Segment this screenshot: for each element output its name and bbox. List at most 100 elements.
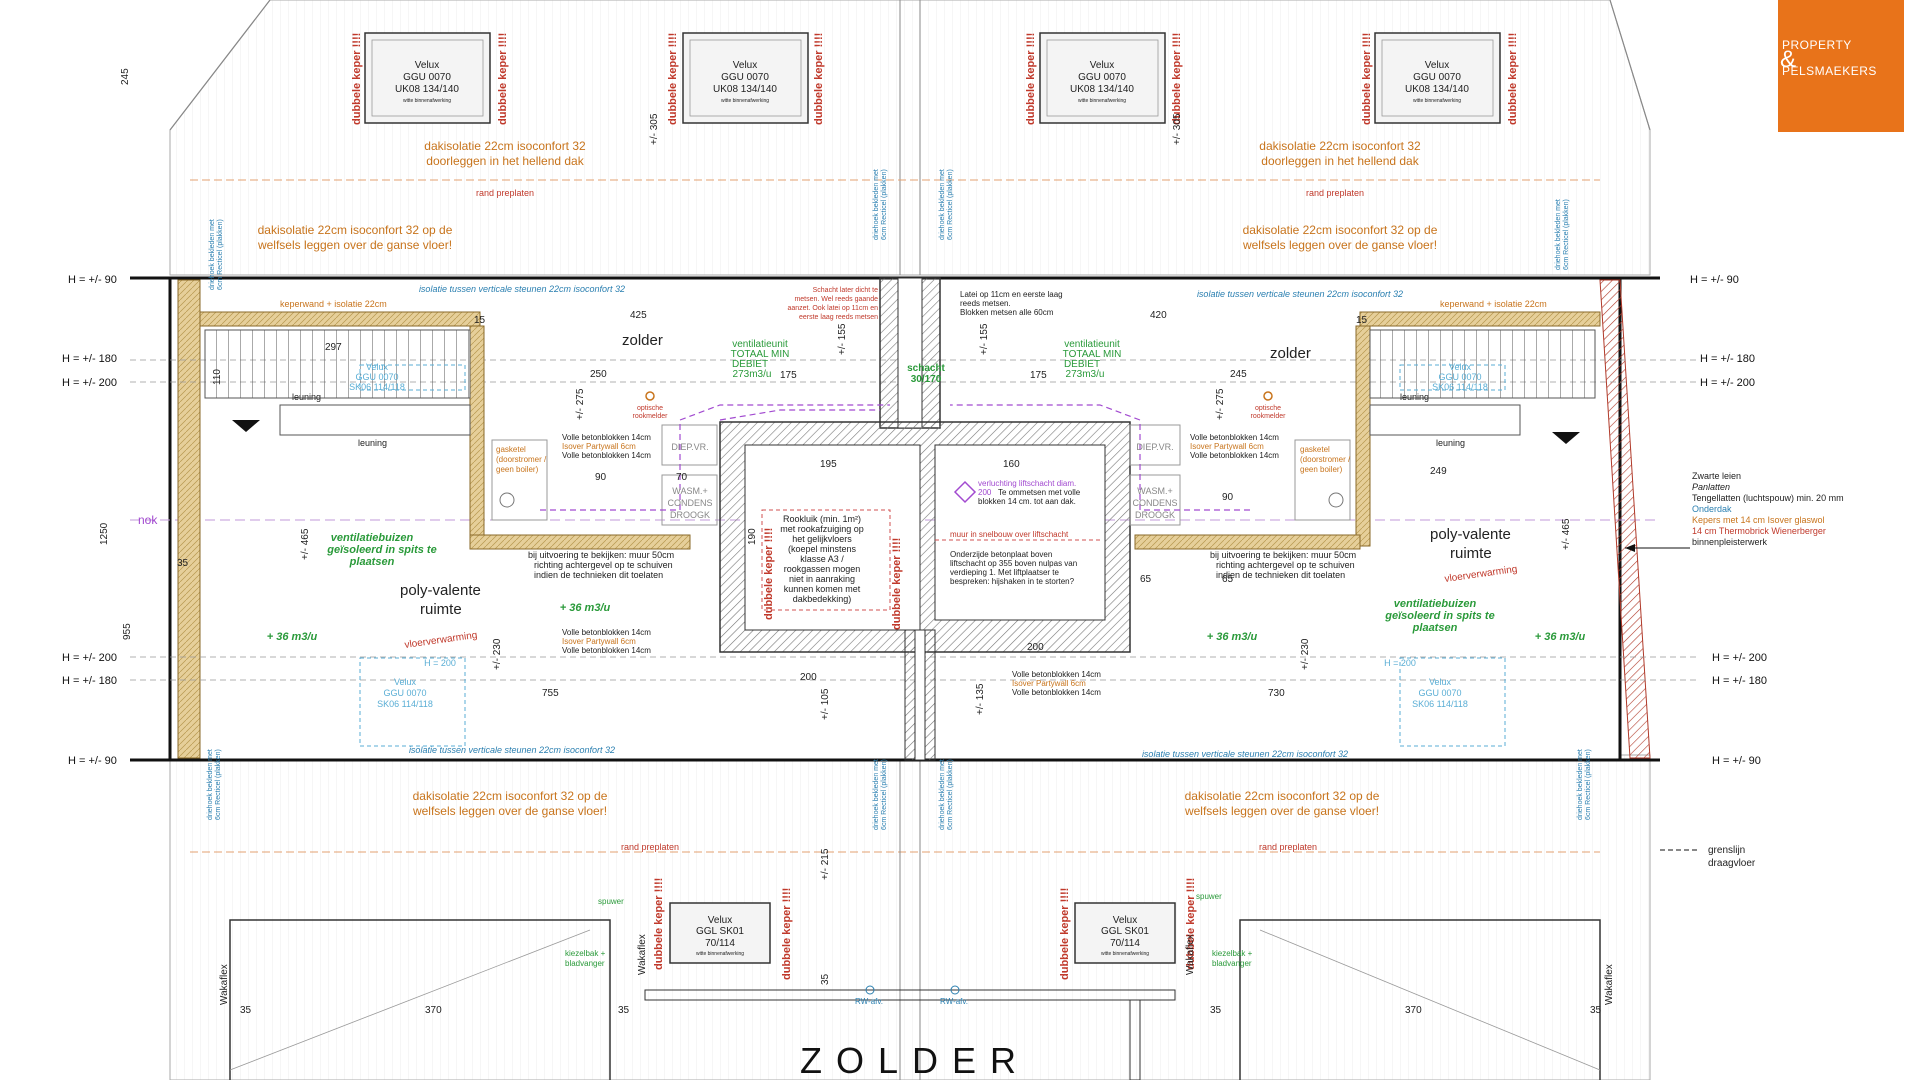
- keperwand: keperwand + isolatie 22cm: [280, 299, 387, 309]
- vent-unit-3: DEBIET: [732, 359, 768, 370]
- driehoek-1: driehoek bekleden met: [1577, 749, 1584, 820]
- brand-logo: PROPERTY & PELSMAEKERS: [1778, 0, 1904, 132]
- velux-note: witte binnenafwerking: [1101, 951, 1149, 957]
- dim-65: 65: [1140, 574, 1152, 585]
- ventilation-unit-labels: ventilatieunit TOTAAL MIN DEBIET 273m3/u…: [731, 339, 1122, 385]
- dim-250: 250: [590, 369, 607, 380]
- velux-top-windows: [364, 32, 1501, 124]
- ventilation-ducts: [540, 404, 1250, 511]
- dim-275: +/- 275: [575, 388, 586, 420]
- level-left-180b: H = +/- 180: [62, 675, 117, 687]
- driehoek-1: driehoek bekleden met: [939, 169, 946, 240]
- schacht-2: 30/170: [911, 374, 942, 385]
- schacht-1: schacht: [907, 363, 945, 374]
- dim-755: 755: [542, 688, 559, 699]
- wakaflex: Wakaflex: [637, 934, 648, 975]
- gasketel-3: geen boiler): [496, 465, 539, 474]
- velux-model: GGU 0070: [1413, 72, 1461, 83]
- smoke-detectors: optische rookmelder optische rookmelder: [632, 391, 1286, 420]
- poly-valente-right-1: poly-valente: [1430, 526, 1511, 543]
- onderzijde-4: bespreken: hijshaken in te storten?: [950, 577, 1075, 586]
- stairwell-right: [1134, 311, 1601, 550]
- dim-245b: 245: [1230, 369, 1247, 380]
- dim-110: 110: [212, 369, 223, 385]
- velux-floor-outlines: [359, 364, 1506, 747]
- velux-note: witte binnenafwerking: [1078, 98, 1126, 104]
- rookluik-2: met rookafzuiging op: [780, 524, 864, 534]
- velux-name: Velux: [1429, 677, 1452, 687]
- bottom-details: spuwer spuwer kiezelbak + bladvanger kie…: [219, 892, 1615, 1006]
- dim-215: +/- 215: [820, 848, 831, 880]
- smoke-detector-icon: [645, 391, 655, 401]
- dubbele-keper: dubbele keper !!!!: [1185, 878, 1197, 970]
- driehoek-notes: driehoek bekleden met 6cm Recticel (plak…: [207, 169, 1592, 830]
- dim-730: 730: [1268, 688, 1285, 699]
- dim-35: 35: [240, 1005, 252, 1016]
- leuning: leuning: [1436, 438, 1465, 448]
- wasm-1: WASM.+: [1137, 486, 1172, 496]
- debit-36: + 36 m3/u: [1535, 631, 1586, 643]
- vent-buizen-1: ventilatiebuizen: [1394, 598, 1477, 610]
- dubbele-keper: dubbele keper !!!!: [891, 538, 903, 630]
- rand-preplaten: rand preplaten: [621, 842, 679, 852]
- level-left-200b: H = +/- 200: [62, 652, 117, 664]
- vent-unit-3: DEBIET: [1064, 359, 1100, 370]
- rookluik-9: dakbedekking): [793, 594, 852, 604]
- gasketel-1: gasketel: [496, 445, 526, 454]
- optische-1: optische: [637, 405, 663, 412]
- wasm-3: DROOGK: [1135, 510, 1175, 520]
- dakisolatie-vloer-2: welfsels leggen over de ganse vloer!: [1242, 238, 1437, 252]
- dubbele-keper: dubbele keper !!!!: [781, 888, 793, 980]
- vent-buizen-3: plaatsen: [349, 556, 395, 568]
- betonblok-1: Volle betonblokken 14cm: [1012, 670, 1101, 679]
- velux-size: UK08 134/140: [1070, 84, 1134, 95]
- optische-2: rookmelder: [632, 413, 668, 420]
- vent-buizen-3: plaatsen: [1412, 622, 1458, 634]
- dim-175: 175: [780, 370, 797, 381]
- zwarte-1: Zwarte leien: [1692, 471, 1741, 481]
- debit-36: + 36 m3/u: [267, 631, 318, 643]
- driehoek-2: 6cm Recticel (plakken): [215, 749, 222, 820]
- velux-name: Velux: [1090, 60, 1114, 71]
- velux-model: GGU 0070: [1078, 72, 1126, 83]
- driehoek-1: driehoek bekleden met: [1555, 199, 1562, 270]
- rookluik-3: het gelijkvloers: [792, 534, 852, 544]
- dim-465: +/- 465: [1561, 518, 1572, 550]
- dimensions: 245 +/- 305 +/- 305 1250 955 425 420 250…: [99, 68, 1602, 1016]
- velux-name: Velux: [415, 60, 439, 71]
- poly-valente-right-2: ruimte: [1450, 545, 1492, 562]
- velux-model: GGU 0070: [721, 72, 769, 83]
- velux-name: Velux: [708, 915, 732, 926]
- level-right-200b: H = +/- 200: [1712, 652, 1767, 664]
- keperwand-labels: keperwand + isolatie 22cm keperwand + is…: [280, 299, 1547, 309]
- dim-370: 370: [1405, 1005, 1422, 1016]
- debit-36: + 36 m3/u: [560, 602, 611, 614]
- bekijken-2: richting achtergevel op te schuiven: [1216, 560, 1355, 570]
- wasm-2: CONDENS: [1132, 498, 1177, 508]
- level-right-90b: H = +/- 90: [1712, 755, 1761, 767]
- dim-245: 245: [120, 68, 131, 85]
- vent-unit-2: TOTAAL MIN: [1063, 349, 1122, 360]
- level-left-180: H = +/- 180: [62, 353, 117, 365]
- poly-valente-left-1: poly-valente: [400, 582, 481, 599]
- dim-190: 190: [747, 528, 758, 545]
- betonblok-3: Volle betonblokken 14cm: [1012, 688, 1101, 697]
- verluchting-1: verluchting liftschacht diam.: [978, 479, 1076, 488]
- dakisolatie-hellend-2: doorleggen in het hellend dak: [426, 154, 584, 168]
- betonblok-2: Isover Partywall 6cm: [562, 637, 636, 646]
- drain-icon: [865, 985, 875, 995]
- dubbele-keper: dubbele keper !!!!: [1059, 888, 1071, 980]
- roof-top: [169, 0, 1651, 276]
- wasm-3: DROOGK: [670, 510, 710, 520]
- velux-h: H = 200: [424, 658, 456, 668]
- driehoek-2: 6cm Recticel (plakken): [1563, 199, 1570, 270]
- dim-105: +/- 105: [820, 688, 831, 720]
- velux-model: GGL SK01: [1101, 926, 1149, 937]
- betonblok-2: Isover Partywall 6cm: [1012, 679, 1086, 688]
- isolatie-steunen: isolatie tussen verticale steunen 22cm i…: [409, 745, 615, 755]
- central-core: [719, 277, 1131, 761]
- latei-1: Latei op 11cm en eerste laag: [960, 290, 1063, 299]
- dim-230: +/- 230: [492, 638, 503, 670]
- wasm-2: CONDENS: [667, 498, 712, 508]
